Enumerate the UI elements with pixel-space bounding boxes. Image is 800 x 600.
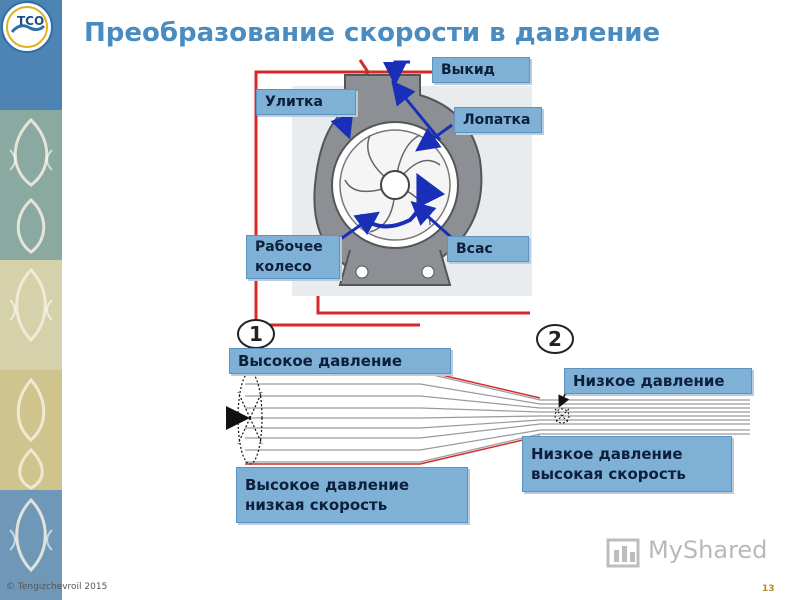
label-impeller-line1: Рабочее bbox=[255, 239, 323, 255]
label-lp-high-speed-line2: высокая скорость bbox=[531, 465, 686, 483]
sidebar-ornament bbox=[0, 0, 62, 600]
copyright-footer: © Tengizchevroil 2015 bbox=[6, 582, 108, 592]
label-ulitka: Улитка bbox=[256, 89, 356, 115]
label-low-pressure: Низкое давление bbox=[564, 368, 752, 394]
marker-2: 2 bbox=[536, 324, 574, 354]
page-number: 13 bbox=[762, 584, 775, 594]
label-hp-low-speed-line1: Высокое давление bbox=[245, 476, 410, 494]
marker-1-label: 1 bbox=[249, 322, 263, 346]
watermark-logo bbox=[606, 538, 640, 568]
marker-2-label: 2 bbox=[548, 327, 562, 351]
label-lp-high-speed: Низкое давление высокая скорость bbox=[522, 436, 732, 492]
decorative-sidebar bbox=[0, 0, 62, 600]
slide-title: Преобразование скорости в давление bbox=[84, 18, 661, 48]
label-impeller: Рабочее колесо bbox=[246, 235, 340, 279]
watermark-text: MyShared bbox=[648, 536, 768, 564]
label-lopatka: Лопатка bbox=[454, 107, 542, 133]
marker-1: 1 bbox=[237, 319, 275, 349]
label-vykid: Выкид bbox=[432, 57, 530, 83]
label-vsas: Всас bbox=[447, 236, 529, 262]
flow-tube bbox=[245, 371, 750, 463]
label-hp-low-speed: Высокое давление низкая скорость bbox=[236, 467, 468, 523]
pressure-point-2 bbox=[554, 408, 570, 424]
flow-arrows bbox=[330, 60, 453, 247]
label-high-pressure: Высокое давление bbox=[229, 348, 451, 374]
label-lp-high-speed-line1: Низкое давление bbox=[531, 445, 683, 463]
label-impeller-line2: колесо bbox=[255, 259, 312, 275]
label-hp-low-speed-line2: низкая скорость bbox=[245, 496, 388, 514]
logo-text: TCO bbox=[17, 14, 45, 28]
tco-logo bbox=[1, 1, 53, 53]
